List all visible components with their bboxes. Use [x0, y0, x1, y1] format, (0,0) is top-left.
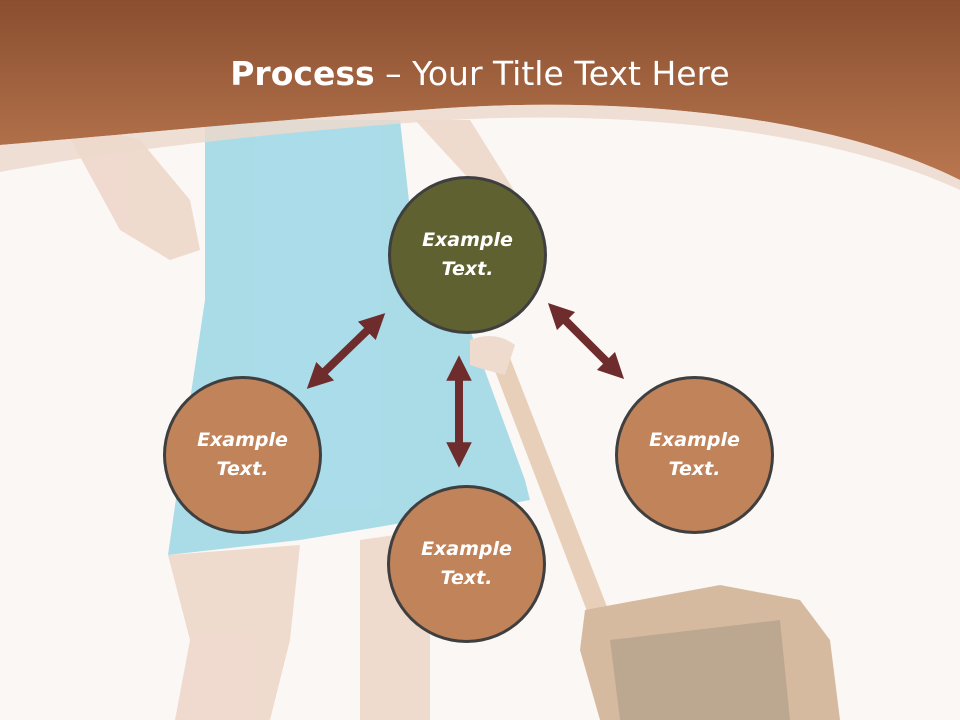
arrow-top-right [547, 302, 625, 380]
node-bottom: Example Text. [387, 485, 546, 643]
title-rest: – Your Title Text Here [374, 54, 730, 93]
node-bottom-text: Example Text. [421, 538, 512, 589]
node-left: Example Text. [163, 376, 322, 534]
header-band [0, 0, 960, 180]
node-right-text: Example Text. [649, 429, 740, 480]
node-top-text: Example Text. [422, 229, 513, 280]
title-bold: Process [230, 54, 375, 93]
slide-title: Process – Your Title Text Here [0, 50, 960, 98]
arrow-top-left [306, 313, 386, 389]
node-top: Example Text. [388, 176, 547, 334]
node-left-text: Example Text. [197, 429, 288, 480]
node-right: Example Text. [615, 376, 774, 534]
